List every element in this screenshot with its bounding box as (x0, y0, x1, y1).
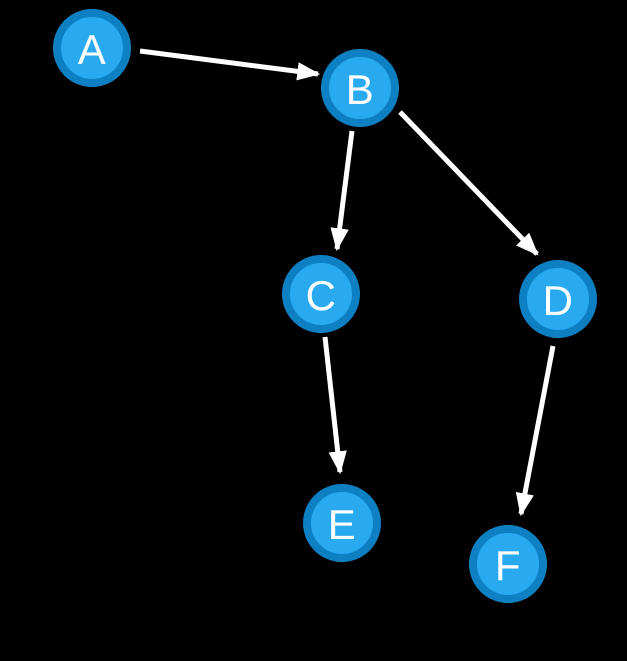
node-circle-D[interactable] (519, 260, 597, 338)
node-circle-C[interactable] (282, 255, 360, 333)
node-circle-F[interactable] (469, 525, 547, 603)
node-circle-B[interactable] (321, 49, 399, 127)
edge-A-B (139, 48, 321, 81)
node-layer: A B C D E F (53, 9, 597, 603)
node-C[interactable]: C (282, 255, 360, 333)
edge-layer (139, 48, 556, 517)
edge-B-C (330, 130, 355, 252)
node-D[interactable]: D (519, 260, 597, 338)
node-A[interactable]: A (53, 9, 131, 87)
node-F[interactable]: F (469, 525, 547, 603)
edge-B-D (398, 110, 539, 256)
node-circle-A[interactable] (53, 9, 131, 87)
node-B[interactable]: B (321, 49, 399, 127)
edge-D-F (515, 345, 556, 517)
edge-C-E (322, 336, 347, 475)
node-circle-E[interactable] (303, 484, 381, 562)
node-E[interactable]: E (303, 484, 381, 562)
